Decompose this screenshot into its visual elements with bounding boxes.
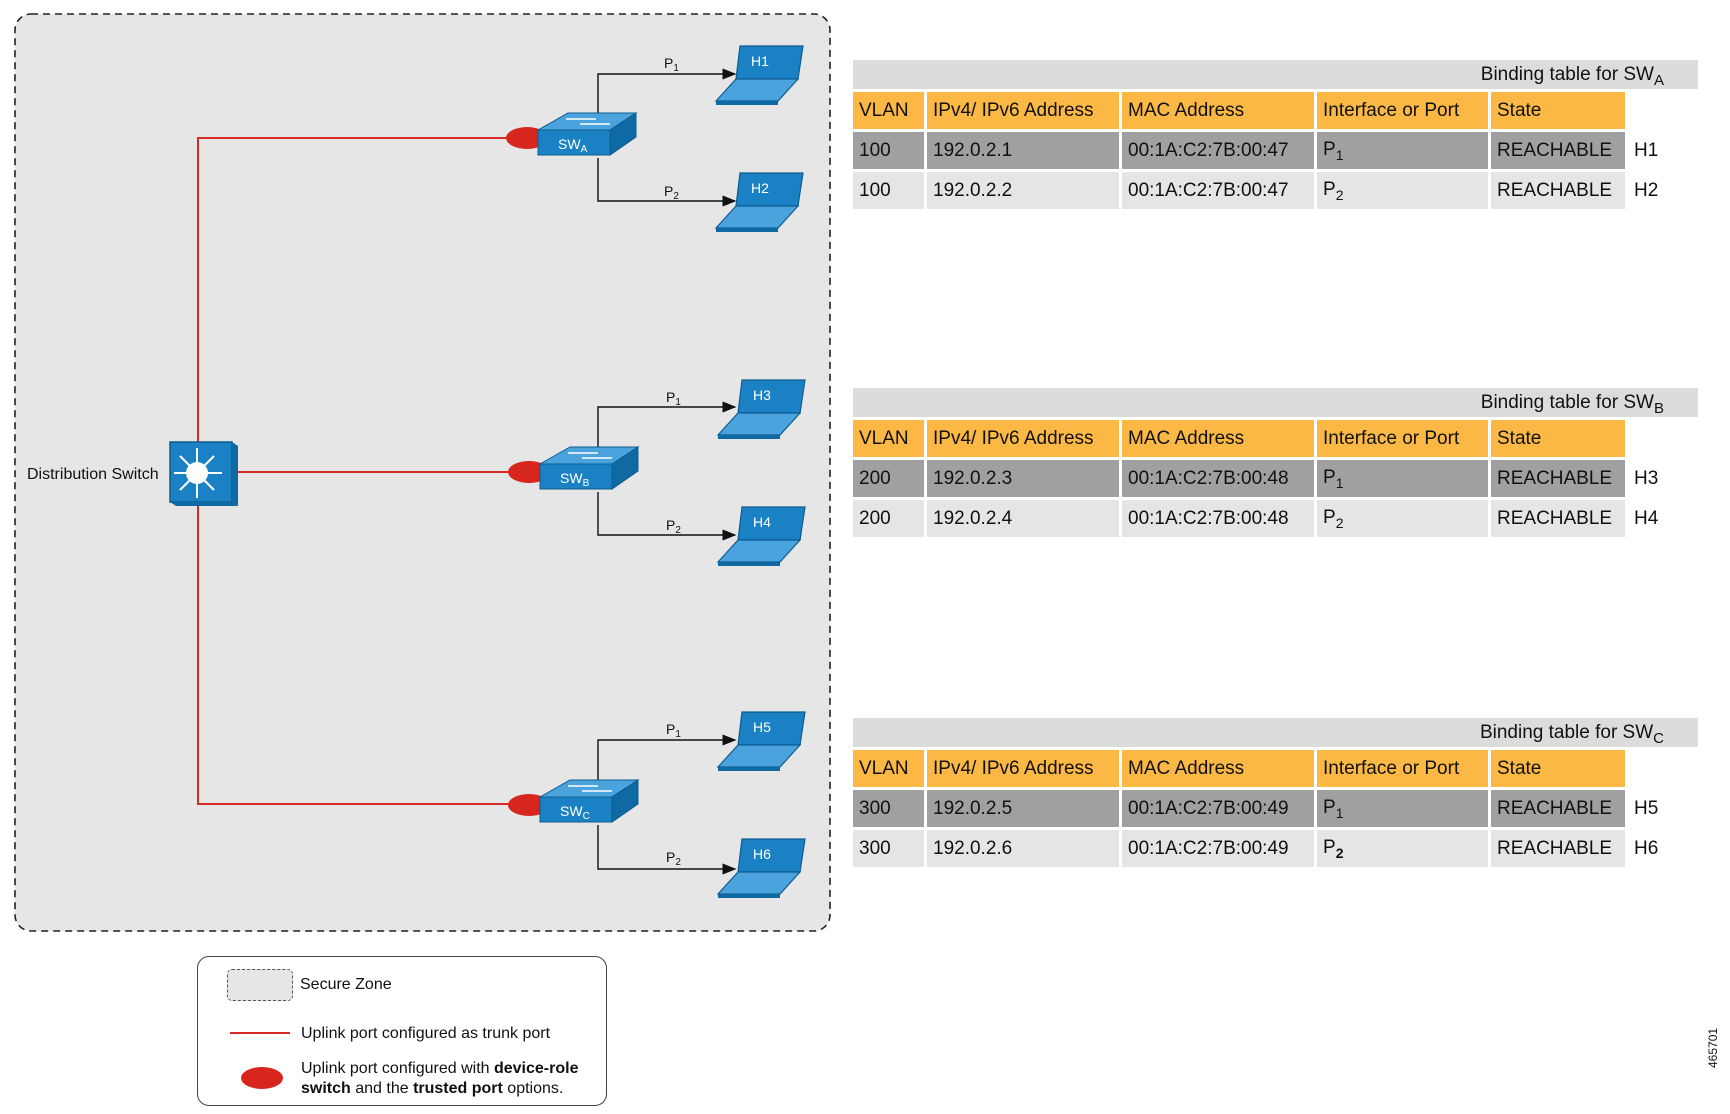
legend-trunk-label: Uplink port configured as trunk port: [301, 1025, 551, 1042]
port-cell: P2: [1317, 172, 1488, 209]
host-label: H2: [751, 180, 769, 196]
column-header: State: [1491, 420, 1625, 457]
host-label: H1: [751, 53, 769, 69]
host-label: H3: [753, 387, 771, 403]
laptop-icon: H6: [716, 838, 806, 898]
legend: Secure Zone Uplink port configured as tr…: [197, 956, 607, 1106]
distribution-switch: [169, 441, 238, 506]
switch-arrows-icon: [568, 785, 612, 792]
host-cell: H1: [1634, 139, 1659, 161]
ip-cell: 192.0.2.5: [927, 790, 1119, 827]
laptop-icon: H2: [714, 172, 804, 232]
legend-secure-zone-label: Secure Zone: [300, 976, 392, 993]
column-header: MAC Address: [1122, 420, 1314, 457]
switch-label: SWA: [558, 136, 588, 155]
access-switch: SWB: [508, 446, 640, 490]
column-header: State: [1491, 92, 1625, 129]
state-cell: REACHABLE: [1491, 460, 1625, 497]
host-cell: H2: [1634, 179, 1659, 201]
column-header: Interface or Port: [1317, 420, 1488, 457]
port-cell: P1: [1317, 790, 1488, 827]
column-header: IPv4/ IPv6 Address: [927, 750, 1119, 787]
ip-cell: 192.0.2.6: [927, 830, 1119, 867]
column-header: IPv4/ IPv6 Address: [927, 92, 1119, 129]
legend-trusted-port-swatch: [241, 1067, 283, 1089]
state-cell: REACHABLE: [1491, 500, 1625, 537]
column-header: VLAN: [853, 750, 924, 787]
column-header: IPv4/ IPv6 Address: [927, 420, 1119, 457]
binding-table-title: Binding table for SWC: [853, 718, 1698, 747]
port-cell: P1: [1317, 460, 1488, 497]
switch-arrows-icon: [568, 452, 612, 459]
host-cell: H3: [1634, 467, 1659, 489]
legend-secure-zone-swatch: [227, 969, 293, 1001]
ip-cell: 192.0.2.2: [927, 172, 1119, 209]
trunk-links: [197, 137, 520, 805]
port-cell: P2: [1317, 500, 1488, 537]
column-header: State: [1491, 750, 1625, 787]
port-cell: P1: [1317, 132, 1488, 169]
switch-label: SWC: [560, 803, 590, 822]
laptop-icon: H3: [716, 379, 806, 439]
access-switch: SWA: [506, 112, 638, 156]
vlan-cell: 200: [853, 500, 924, 537]
ip-cell: 192.0.2.4: [927, 500, 1119, 537]
vlan-cell: 300: [853, 790, 924, 827]
state-cell: REACHABLE: [1491, 790, 1625, 827]
mac-cell: 00:1A:C2:7B:00:47: [1122, 132, 1314, 169]
column-header: VLAN: [853, 92, 924, 129]
laptop-icon: H1: [714, 45, 804, 105]
mac-cell: 00:1A:C2:7B:00:49: [1122, 790, 1314, 827]
ip-cell: 192.0.2.1: [927, 132, 1119, 169]
host-cell: H4: [1634, 507, 1659, 529]
port-cell: P2: [1317, 830, 1488, 867]
binding-table-title: Binding table for SWB: [853, 388, 1698, 417]
access-links: [597, 68, 737, 875]
state-cell: REACHABLE: [1491, 132, 1625, 169]
host-label: H5: [753, 719, 771, 735]
vlan-cell: 200: [853, 460, 924, 497]
mac-cell: 00:1A:C2:7B:00:48: [1122, 460, 1314, 497]
state-cell: REACHABLE: [1491, 830, 1625, 867]
host-cell: H5: [1634, 797, 1659, 819]
mac-cell: 00:1A:C2:7B:00:49: [1122, 830, 1314, 867]
mac-cell: 00:1A:C2:7B:00:47: [1122, 172, 1314, 209]
laptop-icon: H4: [716, 506, 806, 566]
switch-label: SWB: [560, 470, 590, 489]
vlan-cell: 100: [853, 132, 924, 169]
column-header: VLAN: [853, 420, 924, 457]
column-header: MAC Address: [1122, 92, 1314, 129]
vlan-cell: 300: [853, 830, 924, 867]
host-cell: H6: [1634, 837, 1659, 859]
switch-arrows-icon: [566, 118, 610, 125]
access-switch: SWC: [508, 779, 640, 823]
column-header: Interface or Port: [1317, 750, 1488, 787]
figure-id: 465701: [1706, 1027, 1720, 1068]
column-header: MAC Address: [1122, 750, 1314, 787]
legend-trunk-swatch: [230, 1032, 290, 1034]
state-cell: REACHABLE: [1491, 172, 1625, 209]
host-label: H6: [753, 846, 771, 862]
mac-cell: 00:1A:C2:7B:00:48: [1122, 500, 1314, 537]
distribution-switch-label: Distribution Switch: [27, 466, 159, 483]
host-label: H4: [753, 514, 771, 530]
legend-trusted-port-label: Uplink port configured with device-role …: [301, 1060, 579, 1097]
column-header: Interface or Port: [1317, 92, 1488, 129]
binding-table-title: Binding table for SWA: [853, 60, 1698, 89]
laptop-icon: H5: [716, 711, 806, 771]
ip-cell: 192.0.2.3: [927, 460, 1119, 497]
vlan-cell: 100: [853, 172, 924, 209]
